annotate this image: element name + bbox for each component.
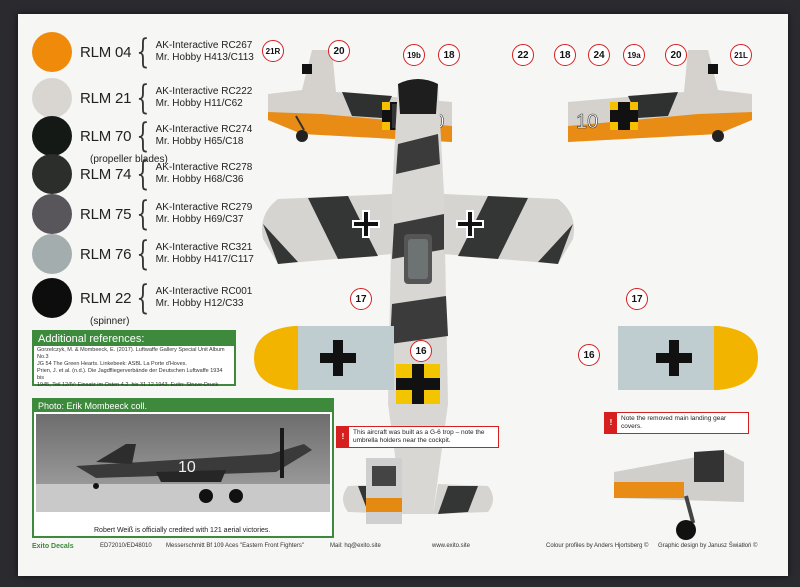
paint-ref-ak: AK-Interactive RC321 [155,242,253,253]
callout-20-right: 20 [665,44,687,66]
photo-caption: Robert Weiß is officially credited with … [94,527,271,534]
color-swatch [32,278,72,318]
footer-mail: Mail: hq@exito.site [330,543,381,549]
reference-line: JG 54 The Green Hearts. Linkebeek: ASBL … [37,361,187,367]
paint-ref-mrhobby: Mr. Hobby H413/C113 [155,52,254,63]
note-gear-text: Note the removed main landing gear cover… [621,415,727,430]
callout-21l: 21L [730,44,752,66]
footer-catalog: ED72010/ED48010 [100,543,152,549]
paint-ref-mrhobby: Mr. Hobby H69/C37 [155,214,244,225]
historical-photo: 10 [36,414,330,512]
color-swatch [32,32,72,72]
callout-22: 22 [512,44,534,66]
rlm-name: RLM 04 [80,43,132,61]
brace-glyph: { [136,234,150,274]
aircraft-top-view [262,79,574,514]
right-profile-code: 10 [576,111,598,133]
paint-ref-ak: AK-Interactive RC279 [155,202,253,213]
rlm-name: RLM 22 [80,289,132,307]
paint-ref-ak: AK-Interactive RC267 [155,40,253,51]
paint-ref-mrhobby: Mr. Hobby H417/C117 [155,254,254,265]
brace-glyph: { [136,154,150,194]
color-swatch [32,194,72,234]
color-swatch [32,78,72,118]
rlm-name: RLM 21 [80,89,132,107]
color-swatch [32,234,72,274]
paint-ref-mrhobby: Mr. Hobby H65/C18 [155,136,244,147]
paint-ref-mrhobby: Mr. Hobby H12/C33 [155,298,244,309]
paint-ref-ak: AK-Interactive RC001 [155,286,253,297]
rlm-name: RLM 76 [80,245,132,263]
footer-web: www.exito.site [432,543,471,549]
note-landing-gear: ! Note the removed main landing gear cov… [604,412,749,434]
photo-credit: Photo: Erik Mombeeck coll. [34,400,332,412]
callout-17-left: 17 [350,288,372,310]
exclamation-icon: ! [337,427,349,447]
brand-logo: Exito Decals [32,543,74,550]
paint-ref-ak: AK-Interactive RC278 [155,162,253,173]
footer-design: Graphic design by Janusz Światłoń © [658,543,758,549]
paint-ref-ak: AK-Interactive RC274 [155,124,253,135]
color-swatch [32,154,72,194]
callout-24: 24 [588,44,610,66]
callout-16-left: 16 [410,340,432,362]
callout-17-right: 17 [626,288,648,310]
detail-cockpit [366,458,402,524]
paint-note: (propeller blades) [90,154,168,165]
historical-photo-box: Photo: Erik Mombeeck coll. 10 Robert Wei… [32,398,334,538]
footer-profiles: Colour profiles by Anders Hjortsberg © [546,543,649,549]
callout-19b: 19b [403,44,425,66]
paint-ref-mrhobby: Mr. Hobby H68/C36 [155,174,244,185]
additional-references-box: Additional references: Gorzelczyk, M. & … [32,330,236,388]
lower-wing-right [618,326,758,390]
callout-19a: 19a [623,44,645,66]
callout-16-right: 16 [578,344,600,366]
brace-glyph: { [136,78,150,118]
callout-21r: 21R [262,40,284,62]
lower-wing-left [254,326,394,390]
paint-ref-ak: AK-Interactive RC222 [155,86,253,97]
tail-profile-right: 10 [568,50,752,142]
reference-line: Gorzelczyk, M. & Mombeeck, E. (2017). Lu… [37,347,225,360]
paint-ref-mrhobby: Mr. Hobby H11/C62 [155,98,243,109]
detail-landing-gear [614,450,744,540]
rlm-name: RLM 75 [80,205,132,223]
callout-20-left: 20 [328,40,350,62]
photo-fuselage-code: 10 [178,459,196,476]
brace-glyph: { [136,278,150,318]
rlm-name: RLM 74 [80,165,132,183]
additional-references-title: Additional references: [34,332,234,346]
callout-18-left: 18 [438,44,460,66]
rlm-name: RLM 70 [80,127,132,145]
reference-line: 1945, Teil 12/IV: Einsatz im Osten 4.2. … [37,382,219,388]
brace-glyph: { [136,194,150,234]
footer-title: Messerschmitt Bf 109 Aces "Eastern Front… [166,543,304,549]
color-swatch [32,116,72,156]
callout-18-right: 18 [554,44,576,66]
paint-note: (spinner) [90,316,130,327]
brace-glyph: { [136,32,150,72]
exclamation-icon: ! [605,413,617,433]
reference-line: Prien, J. et al. (n.d.). Die Jagdflieger… [37,368,223,381]
note-trop-text: This aircraft was built as a G-6 trop – … [353,429,485,444]
brace-glyph: { [136,116,150,156]
additional-references-text: Gorzelczyk, M. & Mombeeck, E. (2017). Lu… [34,346,234,390]
note-trop-variant: ! This aircraft was built as a G-6 trop … [336,426,499,448]
